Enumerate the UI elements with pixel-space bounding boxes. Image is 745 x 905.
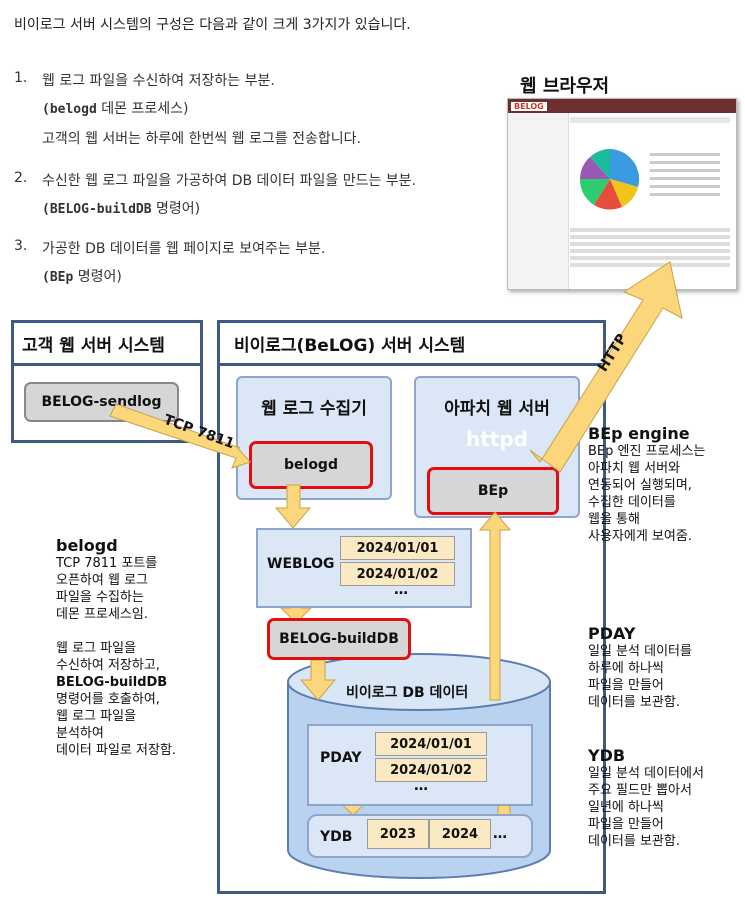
browser-table bbox=[570, 225, 730, 283]
bep-note-line: 웹을 통해 bbox=[588, 512, 640, 527]
list-num-3: 3. bbox=[14, 238, 28, 254]
apache-title: 아파치 웹 서버 bbox=[444, 399, 550, 419]
list-item-3-cmd: (BEp bbox=[42, 270, 74, 285]
belogd-note-line: 데이터 파일로 저장함. bbox=[56, 743, 177, 758]
arrow-builddb-to-db bbox=[299, 659, 337, 701]
bep-note-line: 연동되어 실행되며, bbox=[588, 478, 692, 493]
arrow-db-to-bep bbox=[478, 511, 512, 701]
ydb-note-line: 주요 필드만 뽑아서 bbox=[588, 783, 692, 798]
ydb-note-title: YDB bbox=[588, 746, 626, 765]
ydb-note-line: 데이터를 보관함. bbox=[588, 834, 680, 849]
arrow-belogd-to-weblog bbox=[274, 484, 312, 529]
bep-note: BEp engine BEp 엔진 프로세스는 아파치 웹 서버와 연동되어 실… bbox=[588, 424, 743, 545]
belogd-note-line: 파일을 수집하는 bbox=[56, 590, 144, 605]
bep-note-line: 아파치 웹 서버와 bbox=[588, 461, 680, 476]
http-arrow bbox=[529, 261, 683, 473]
belogd-note-line: BELOG-buildDB bbox=[56, 675, 168, 690]
bep-box: BEp bbox=[427, 467, 559, 515]
list-num-1: 1. bbox=[14, 70, 28, 86]
ydb-note-line: 파일을 만들어 bbox=[588, 817, 664, 832]
ydb-note-line: 일년에 하나씩 bbox=[588, 800, 664, 815]
httpd-label: httpd bbox=[466, 427, 528, 451]
list-item-2-text: 수신한 웹 로그 파일을 가공하여 DB 데이터 파일을 만드는 부분. bbox=[42, 173, 417, 189]
browser-toolbar bbox=[570, 117, 730, 123]
list-item-3-cmd-line: (BEp 명령어) bbox=[42, 266, 122, 286]
browser-logo: BELOG bbox=[511, 101, 547, 111]
list-item-2-cmd-suffix: 명령어) bbox=[156, 201, 201, 217]
pday-note-line: 하루에 하나씩 bbox=[588, 661, 664, 676]
pday-note-line: 데이터를 보관함. bbox=[588, 695, 680, 710]
pday-label: PDAY bbox=[320, 750, 362, 766]
list-item-3-text: 가공한 DB 데이터를 웹 페이지로 보여주는 부분. bbox=[42, 241, 326, 257]
belogd-note-line: 웹 로그 파일을 bbox=[56, 641, 137, 656]
belogd-note: belogd TCP 7811 포트를 오픈하여 웹 로그 파일을 수집하는 데… bbox=[56, 536, 216, 759]
weblog-more: … bbox=[394, 582, 408, 598]
weblog-label: WEBLOG bbox=[267, 556, 335, 572]
browser-title: 웹 브라우저 bbox=[520, 76, 610, 97]
belog-sendlog-box: BELOG-sendlog bbox=[24, 382, 179, 422]
list-item-1-cmd-suffix: 데몬 프로세스) bbox=[101, 101, 189, 117]
belogd-note-line: 수신하여 저장하고, bbox=[56, 658, 160, 673]
belogd-note-line: TCP 7811 포트를 bbox=[56, 556, 158, 571]
list-num-2: 2. bbox=[14, 170, 28, 186]
bep-note-line: BEp 엔진 프로세스는 bbox=[588, 444, 706, 459]
belogd-note-line: 오픈하여 웹 로그 bbox=[56, 573, 148, 588]
browser-pie-chart bbox=[579, 149, 720, 210]
weblog-date-1: 2024/01/01 bbox=[340, 536, 455, 560]
customer-system-title: 고객 웹 서버 시스템 bbox=[14, 323, 200, 366]
builddb-box: BELOG-buildDB bbox=[267, 618, 411, 660]
ydb-more: … bbox=[493, 826, 507, 842]
customer-system-frame: 고객 웹 서버 시스템 bbox=[11, 320, 203, 443]
pday-note-line: 일일 분석 데이터를 bbox=[588, 644, 692, 659]
browser-screenshot: BELOG bbox=[507, 98, 737, 290]
pday-date-1: 2024/01/01 bbox=[375, 732, 487, 756]
belogd-note-title: belogd bbox=[56, 536, 118, 555]
pday-date-2: 2024/01/02 bbox=[375, 758, 487, 782]
ydb-note: YDB 일일 분석 데이터에서 주요 필드만 뽑아서 일년에 하나씩 파일을 만… bbox=[588, 746, 743, 850]
bep-note-line: 사용자에게 보여줌. bbox=[588, 529, 692, 544]
browser-topbar: BELOG bbox=[508, 99, 736, 113]
list-item-1-cmd: (belogd bbox=[42, 102, 97, 117]
belogd-note-line: 데몬 프로세스임. bbox=[56, 607, 148, 622]
bep-note-line: 수집한 데이터를 bbox=[588, 495, 676, 510]
belogd-note-line: 웹 로그 파일을 bbox=[56, 709, 137, 724]
list-item-1-text: 웹 로그 파일을 수신하여 저장하는 부분. bbox=[42, 73, 275, 89]
bep-note-title: BEp engine bbox=[588, 424, 690, 443]
tcp-arrow bbox=[109, 403, 251, 469]
ydb-year-2: 2024 bbox=[429, 819, 491, 849]
pday-note-line: 파일을 만들어 bbox=[588, 678, 664, 693]
ydb-note-line: 일일 분석 데이터에서 bbox=[588, 766, 704, 781]
intro-text: 비이로그 서버 시스템의 구성은 다음과 같이 크게 3가지가 있습니다. bbox=[14, 17, 411, 33]
belogd-note-spacer bbox=[56, 623, 216, 640]
belogd-note-line: 명령어를 호출하여, bbox=[56, 692, 160, 707]
belog-server-title: 비이로그(BeLOG) 서버 시스템 bbox=[220, 323, 603, 366]
browser-sidebar bbox=[508, 113, 569, 289]
list-item-1-cmd-line: (belogd 데몬 프로세스) bbox=[42, 98, 188, 118]
pday-more: … bbox=[414, 778, 428, 794]
belogd-box: belogd bbox=[249, 441, 373, 489]
list-item-1-note: 고객의 웹 서버는 하루에 한번씩 웹 로그를 전송합니다. bbox=[42, 131, 361, 147]
pday-note: PDAY 일일 분석 데이터를 하루에 하나씩 파일을 만들어 데이터를 보관함… bbox=[588, 624, 743, 711]
ydb-year-1: 2023 bbox=[367, 819, 429, 849]
ydb-label: YDB bbox=[320, 829, 353, 845]
collector-title: 웹 로그 수집기 bbox=[261, 399, 367, 419]
belogd-note-line: 분석하여 bbox=[56, 726, 104, 741]
list-item-3-cmd-suffix: 명령어) bbox=[77, 269, 122, 285]
list-item-2-cmd-line: (BELOG-buildDB 명령어) bbox=[42, 198, 200, 218]
db-title: 비이로그 DB 데이터 bbox=[346, 685, 469, 701]
weblog-date-2: 2024/01/02 bbox=[340, 562, 455, 586]
pday-note-title: PDAY bbox=[588, 624, 636, 643]
list-item-2-cmd: (BELOG-buildDB bbox=[42, 202, 152, 217]
